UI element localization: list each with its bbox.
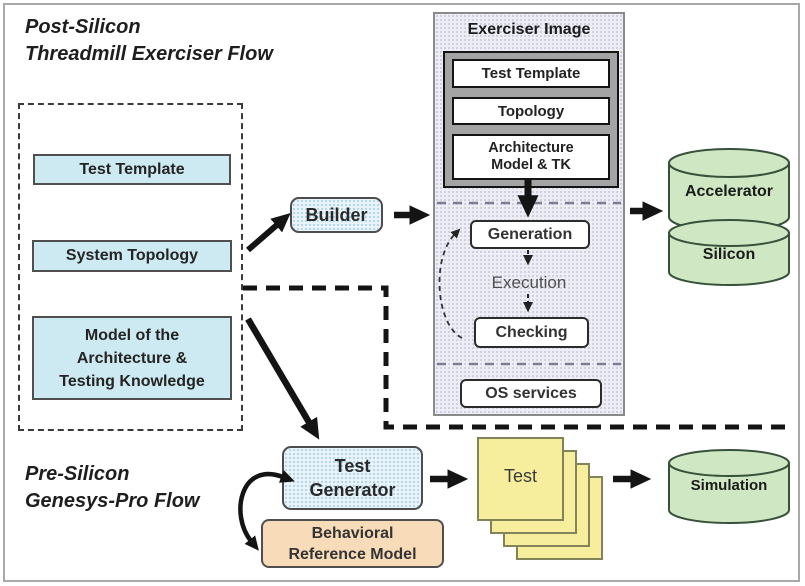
image-arch-model-line1: Architecture — [488, 140, 574, 156]
test-generator-box: Test Generator — [282, 446, 423, 510]
image-topology-slot: Topology — [452, 97, 610, 125]
inputs-group-box — [18, 103, 243, 431]
generation-box: Generation — [470, 220, 590, 249]
os-services-label: OS services — [485, 384, 577, 402]
accelerator-label: Accelerator — [684, 183, 774, 200]
test-generator-line2: Generator — [309, 480, 396, 500]
execution-label: Execution — [491, 273, 567, 292]
figure-border — [3, 3, 800, 582]
test-template-box: Test Template — [33, 154, 231, 185]
simulation-label: Simulation — [690, 477, 768, 494]
checking-label: Checking — [495, 323, 568, 341]
post-silicon-flow-title: Post-Silicon Threadmill Exerciser Flow — [25, 14, 273, 68]
os-services-box: OS services — [460, 379, 602, 408]
system-topology-label: System Topology — [65, 247, 199, 264]
behavioral-line1: Behavioral — [311, 524, 394, 542]
model-label-line2: Architecture & — [76, 349, 188, 367]
system-topology-box: System Topology — [32, 240, 232, 272]
model-label-line3: Testing Knowledge — [59, 372, 205, 390]
image-arch-model-slot: Architecture Model & TK — [452, 134, 610, 180]
silicon-label: Silicon — [702, 246, 756, 263]
model-label-line1: Model of the — [84, 326, 180, 344]
pre-silicon-title-line2: Genesys-Pro Flow — [25, 490, 200, 512]
behavioral-reference-model-box: Behavioral Reference Model — [261, 519, 444, 568]
builder-box: Builder — [290, 197, 383, 233]
image-test-template-slot: Test Template — [452, 59, 610, 88]
test-page-front: Test — [477, 437, 564, 521]
checking-box: Checking — [474, 317, 589, 348]
pre-silicon-title-line1: Pre-Silicon — [25, 463, 130, 485]
test-generator-line1: Test — [334, 456, 371, 476]
exerciser-image-panel: Exerciser Image Test Template Topology A… — [433, 12, 625, 416]
image-topology-label: Topology — [497, 102, 565, 120]
image-arch-model-line2: Model & TK — [491, 157, 571, 173]
generation-label: Generation — [487, 225, 573, 243]
test-page-label: Test — [503, 466, 537, 486]
post-silicon-title-line2: Threadmill Exerciser Flow — [25, 43, 273, 65]
model-box: Model of the Architecture & Testing Know… — [32, 316, 232, 400]
exerciser-image-frame: Test Template Topology Architecture Mode… — [443, 51, 619, 188]
post-silicon-title-line1: Post-Silicon — [25, 16, 141, 38]
builder-label: Builder — [305, 204, 368, 225]
behavioral-line2: Reference Model — [288, 545, 417, 563]
pre-silicon-flow-title: Pre-Silicon Genesys-Pro Flow — [25, 461, 200, 515]
image-test-template-label: Test Template — [481, 65, 581, 82]
exerciser-image-title: Exerciser Image — [467, 21, 591, 38]
test-template-label: Test Template — [79, 160, 185, 178]
